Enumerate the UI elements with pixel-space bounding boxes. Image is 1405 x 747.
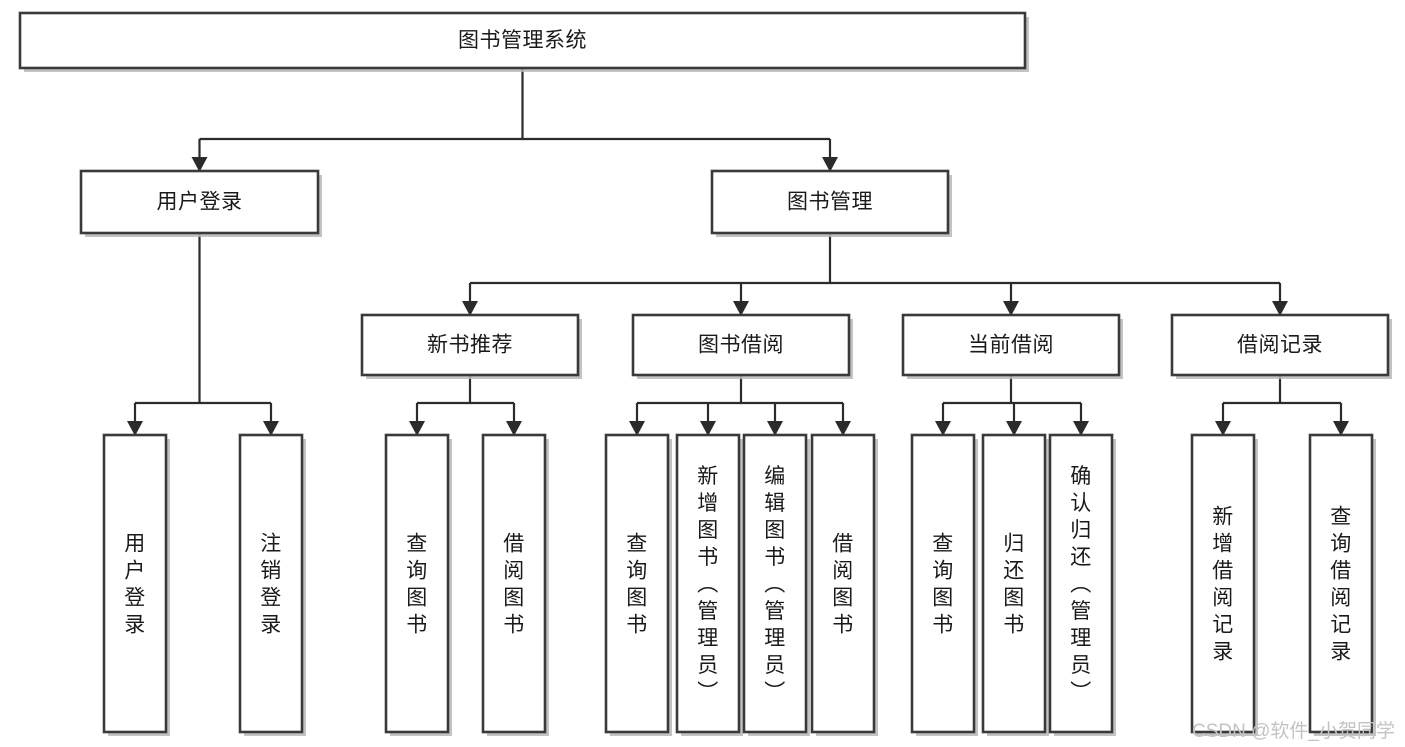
node-leaf-query-book-1[interactable]: 查询图书	[384, 433, 452, 736]
node-box[interactable]	[981, 433, 1047, 734]
node-leaf-query-book-2[interactable]: 查询图书	[604, 433, 672, 736]
edge-arrowhead	[1006, 421, 1022, 436]
node-label: 查询图书	[626, 533, 648, 637]
node-label: 查询图书	[932, 533, 954, 637]
node-current-borrow[interactable]: 当前借阅	[901, 313, 1123, 379]
node-box[interactable]	[901, 313, 1121, 377]
node-box[interactable]	[102, 433, 168, 734]
node-box[interactable]	[710, 169, 950, 235]
node-label: 新增图书︵管理员︶	[697, 465, 719, 704]
node-label: 确认归还︵管理员︶	[1070, 465, 1092, 704]
node-leaf-edit-book[interactable]: 编辑图书︵管理员︶	[742, 433, 810, 736]
watermark-label: CSDN @软件_小贺同学	[1192, 721, 1395, 742]
edge-arrowhead	[263, 421, 279, 436]
edge-arrowhead	[835, 421, 851, 436]
node-label: 用户登录	[157, 191, 243, 214]
edge-arrowhead	[191, 157, 208, 172]
node-label: 借阅记录	[1237, 334, 1323, 357]
node-leaf-query-record[interactable]: 查询借阅记录	[1308, 433, 1376, 736]
node-label: 图书管理	[787, 191, 873, 214]
nodes-layer: 图书管理系统用户登录图书管理新书推荐图书借阅当前借阅借阅记录用户登录注销登录查询…	[18, 11, 1392, 736]
node-leaf-borrow-book-1[interactable]: 借阅图书	[481, 433, 549, 736]
node-box[interactable]	[481, 433, 547, 734]
node-box[interactable]	[1308, 433, 1374, 734]
edge-arrowhead	[822, 157, 838, 172]
edge-arrowhead	[1333, 421, 1349, 436]
node-box[interactable]	[1048, 433, 1114, 734]
edge-arrowhead	[733, 301, 749, 316]
edge-arrowhead	[700, 421, 716, 436]
node-box[interactable]	[604, 433, 670, 734]
node-label: 当前借阅	[968, 334, 1054, 357]
node-label: 借阅图书	[503, 533, 525, 637]
node-box[interactable]	[675, 433, 741, 734]
edge-arrowhead	[767, 421, 783, 436]
node-box[interactable]	[1170, 313, 1390, 377]
node-root[interactable]: 图书管理系统	[18, 11, 1029, 72]
edge-arrowhead	[409, 421, 425, 436]
node-leaf-borrow-book-2[interactable]: 借阅图书	[810, 433, 878, 736]
node-leaf-query-book-3[interactable]: 查询图书	[910, 433, 978, 736]
node-leaf-return-book[interactable]: 归还图书	[981, 433, 1049, 736]
edge-arrowhead	[1073, 421, 1089, 436]
node-label: 图书管理系统	[458, 29, 587, 52]
node-leaf-add-book[interactable]: 新增图书︵管理员︶	[675, 433, 743, 736]
node-box[interactable]	[360, 313, 580, 377]
edges-layer	[127, 68, 1349, 436]
node-box[interactable]	[238, 433, 304, 734]
node-box[interactable]	[1190, 433, 1256, 734]
edge-arrowhead	[629, 421, 645, 436]
node-box[interactable]	[742, 433, 808, 734]
node-leaf-user-login[interactable]: 用户登录	[102, 433, 170, 736]
node-box[interactable]	[631, 313, 851, 377]
node-leaf-add-record[interactable]: 新增借阅记录	[1190, 433, 1258, 736]
node-book-manage[interactable]: 图书管理	[710, 169, 952, 237]
node-borrow-record[interactable]: 借阅记录	[1170, 313, 1392, 379]
node-user-login[interactable]: 用户登录	[79, 169, 322, 237]
node-label: 编辑图书︵管理员︶	[764, 465, 786, 704]
edge-arrowhead	[1272, 301, 1288, 316]
edge-arrowhead	[1003, 301, 1019, 316]
node-label: 图书借阅	[698, 334, 784, 357]
node-box[interactable]	[18, 11, 1027, 70]
node-label: 借阅图书	[832, 533, 854, 637]
node-label: 注销登录	[260, 533, 282, 637]
node-box[interactable]	[810, 433, 876, 734]
node-label: 用户登录	[124, 533, 146, 637]
edge-arrowhead	[1215, 421, 1231, 436]
edge-arrowhead	[506, 421, 522, 436]
node-new-book-recommend[interactable]: 新书推荐	[360, 313, 582, 379]
node-leaf-logout[interactable]: 注销登录	[238, 433, 306, 736]
edge-arrowhead	[127, 421, 143, 436]
node-box[interactable]	[910, 433, 976, 734]
node-leaf-confirm-return[interactable]: 确认归还︵管理员︶	[1048, 433, 1116, 736]
edge-arrowhead	[935, 421, 951, 436]
edge-arrowhead	[462, 301, 478, 316]
node-box[interactable]	[384, 433, 450, 734]
node-label: 查询图书	[406, 533, 428, 637]
node-book-borrow[interactable]: 图书借阅	[631, 313, 853, 379]
node-label: 归还图书	[1003, 533, 1025, 637]
node-label: 新书推荐	[427, 334, 513, 357]
node-label: 新增借阅记录	[1212, 506, 1234, 664]
node-box[interactable]	[79, 169, 320, 235]
node-label: 查询借阅记录	[1330, 506, 1352, 664]
